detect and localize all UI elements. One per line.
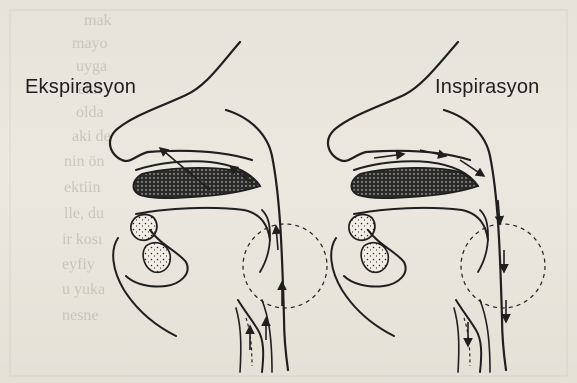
- expiration-head: [110, 42, 327, 372]
- expiration-label: Ekspirasyon: [25, 76, 136, 99]
- inspiration-label: Inspirasyon: [435, 76, 539, 99]
